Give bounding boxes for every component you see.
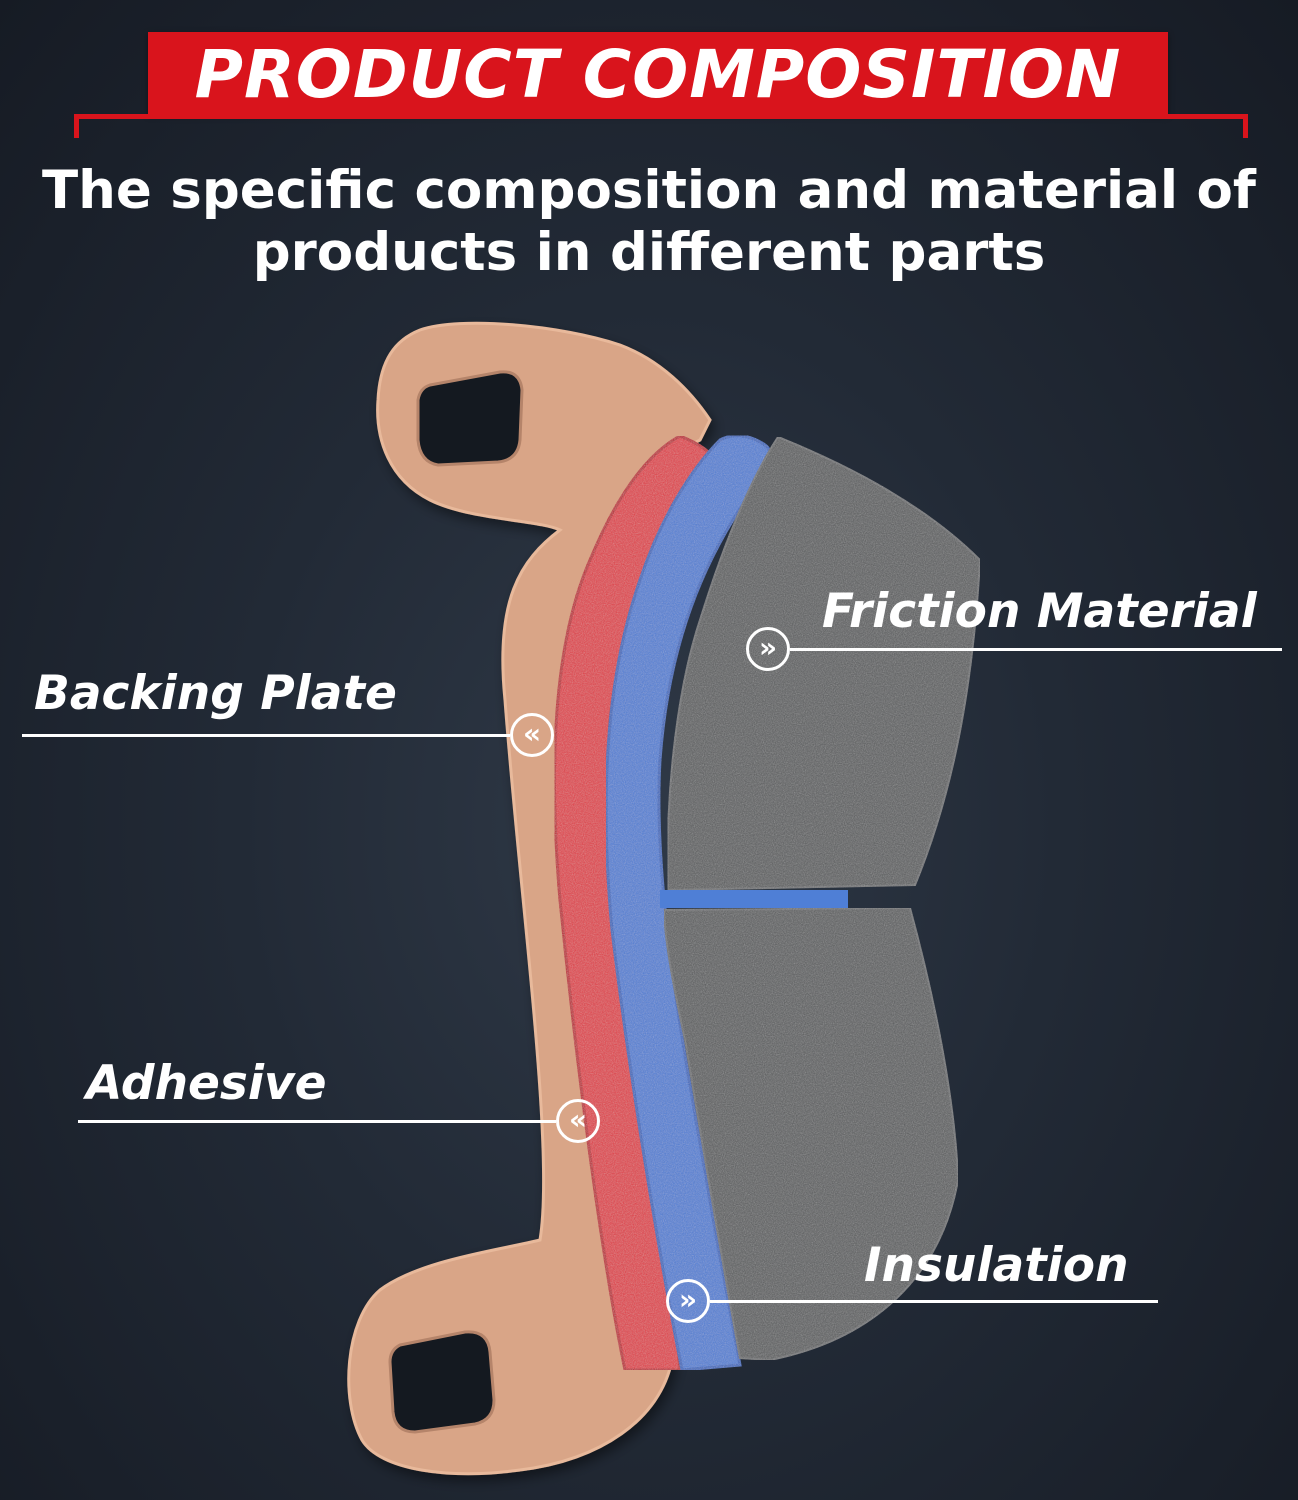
page-subtitle: The specific composition and material of… xyxy=(0,160,1298,284)
friction-material-upper-block xyxy=(666,435,982,892)
double-chevron-left-icon: « xyxy=(556,1099,600,1143)
insulation-label: Insulation xyxy=(864,1238,1129,1293)
backing-plate-leader-line xyxy=(22,734,510,737)
lower-mounting-hole xyxy=(388,1330,496,1434)
upper-mounting-hole xyxy=(416,370,524,467)
insulation-leader-line xyxy=(710,1300,1158,1303)
double-chevron-left-icon: « xyxy=(510,713,554,757)
insulation-slot-strip xyxy=(660,890,848,908)
friction-material-lower-block xyxy=(662,906,960,1362)
header-underline-bracket xyxy=(74,114,1248,138)
friction-material-leader-line xyxy=(790,648,1282,651)
double-chevron-right-icon: » xyxy=(746,627,790,671)
double-chevron-right-icon: » xyxy=(666,1279,710,1323)
subtitle-text: The specific composition and material of… xyxy=(42,160,1256,283)
header-banner xyxy=(148,32,1168,114)
page-title: PRODUCT COMPOSITION xyxy=(194,36,1122,113)
friction-material-label: Friction Material xyxy=(822,584,1257,639)
backing-plate-label: Backing Plate xyxy=(34,666,397,721)
insulation-layer xyxy=(604,434,772,1372)
adhesive-leader-line xyxy=(78,1120,556,1123)
adhesive-label: Adhesive xyxy=(86,1056,327,1111)
